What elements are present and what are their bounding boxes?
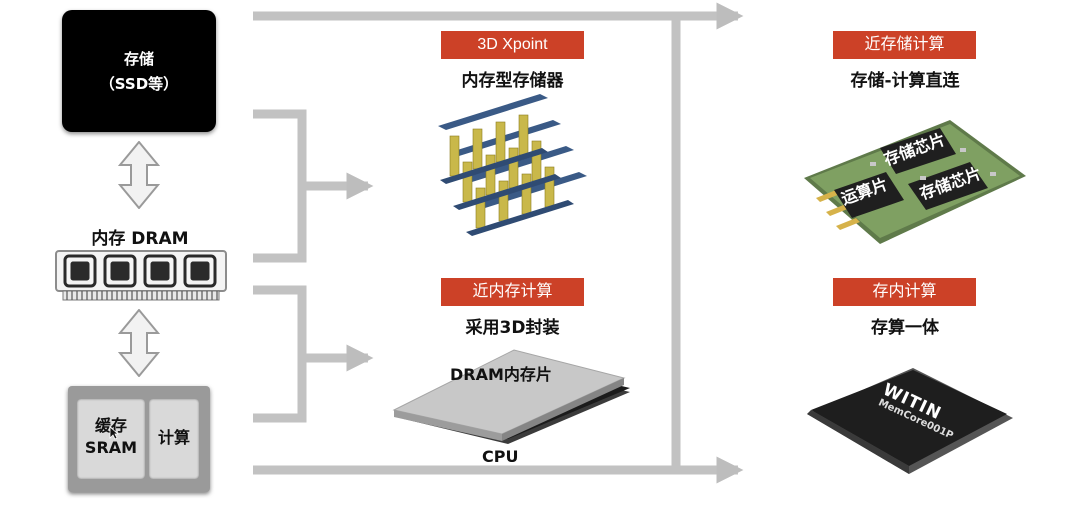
near-memory-subtitle: 采用3D封装 — [465, 318, 560, 338]
3d-package-icon — [392, 349, 630, 444]
near-memory-tag: 近内存计算 — [441, 278, 584, 306]
in-memory-tag: 存内计算 — [833, 278, 976, 306]
storage-label: 存储 — [123, 50, 154, 68]
double-arrow-upper-icon — [118, 141, 160, 209]
xpoint-tag: 3D Xpoint — [441, 31, 584, 59]
in-memory-subtitle: 存算一体 — [871, 318, 939, 338]
compute-key: 计算 — [149, 399, 199, 479]
dram-chip-label: DRAM内存片 — [450, 365, 552, 384]
double-arrow-lower-icon — [118, 309, 160, 377]
storage-ssd-box: 存储 （SSD等） — [62, 10, 216, 132]
sram-label: SRAM — [84, 438, 138, 457]
xpoint-crossbar-icon — [438, 94, 587, 236]
ssd-board-image: 存储芯片 运算片 存储芯片 — [800, 118, 1030, 248]
mouse-cursor-icon — [109, 426, 119, 440]
compute-label: 计算 — [157, 428, 190, 447]
cache-sram-key: 缓存 SRAM — [77, 399, 145, 479]
storage-type-label: （SSD等） — [99, 75, 179, 93]
near-storage-subtitle: 存储-计算直连 — [850, 71, 960, 91]
near-storage-tag: 近存储计算 — [833, 31, 976, 59]
dram-label: 内存 DRAM — [91, 229, 189, 249]
upper-bracket-line — [253, 109, 307, 263]
cache-compute-box: 缓存 SRAM 计算 — [68, 386, 210, 492]
witin-chip-image: WITIN MemCore001P — [805, 366, 1015, 478]
xpoint-subtitle: 内存型存储器 — [461, 71, 564, 91]
dram-module-icon — [55, 250, 227, 301]
cache-label: 缓存 — [94, 416, 127, 435]
lower-bracket-line — [253, 285, 307, 423]
cpu-label: CPU — [482, 447, 519, 466]
